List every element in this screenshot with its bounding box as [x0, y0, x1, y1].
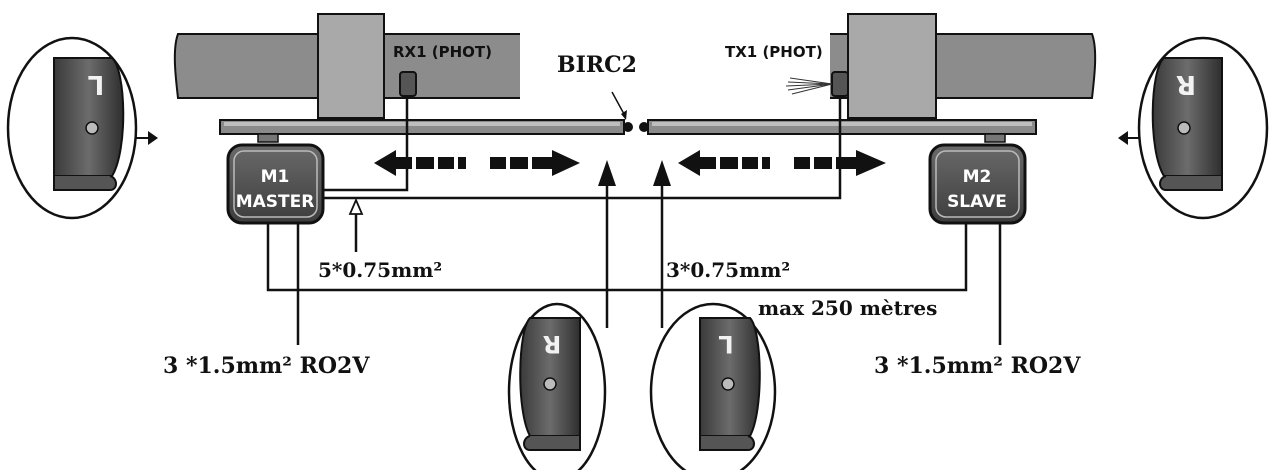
right-side-marker: R	[1176, 69, 1196, 99]
right-leaf-motion-arrows	[678, 150, 886, 176]
bottom-right-side-marker: L	[718, 330, 733, 358]
left-leaf-motion-arrows	[374, 150, 580, 176]
pillar-gap	[520, 30, 830, 102]
left-hinge	[257, 133, 279, 143]
cable-link-label: 3*0.75mm²	[666, 258, 790, 282]
bracket-detail-bottom-right: L	[649, 302, 777, 470]
bracket-detail-bottom-left: R	[507, 302, 607, 470]
left-side-marker: L	[88, 69, 105, 99]
cable-link-max-label: max 250 mètres	[758, 296, 937, 320]
rx1-photocell	[399, 71, 417, 97]
cable-photocell-label: 5*0.75mm²	[318, 258, 442, 282]
m1-master-label: MASTER	[236, 192, 315, 212]
bottom-left-side-marker: R	[543, 330, 561, 358]
bracket-detail-right: R	[1118, 36, 1269, 220]
m1-label: M1	[261, 167, 290, 187]
right-hinge	[984, 133, 1006, 143]
m2-label: M2	[963, 167, 992, 187]
gate-leaf-right	[639, 119, 1037, 135]
motor-m2-slave: M2 SLAVE	[928, 143, 1027, 225]
tx1-photocell	[831, 71, 849, 97]
power-cable-right-label: 3 *1.5mm² RO2V	[874, 353, 1081, 379]
rx1-label: RX1 (PHOT)	[393, 43, 492, 61]
bracket-detail-left: L	[6, 36, 158, 220]
gate-leaf-left	[219, 119, 633, 135]
tx1-label: TX1 (PHOT)	[725, 43, 823, 61]
tx1-beam-lines	[785, 77, 833, 95]
motor-m1-master: M1 MASTER	[226, 143, 325, 225]
wiring	[266, 91, 1002, 345]
power-cable-left-label: 3 *1.5mm² RO2V	[163, 353, 370, 379]
birc2-label: BIRC2	[557, 52, 637, 78]
m2-slave-label: SLAVE	[947, 192, 1007, 212]
